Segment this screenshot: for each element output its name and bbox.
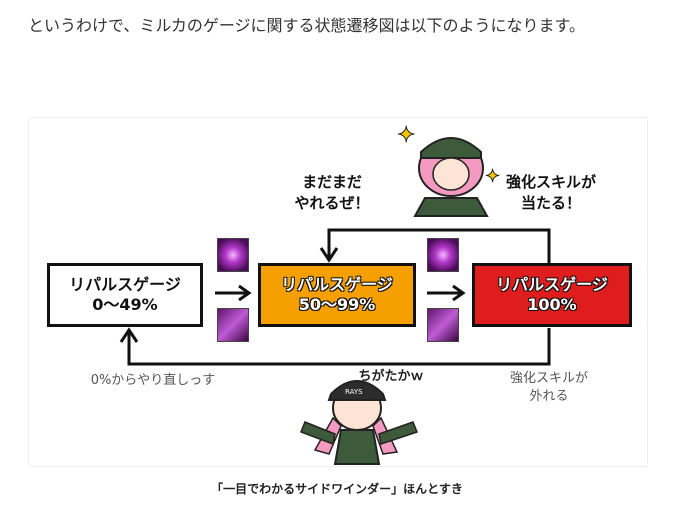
character-bottom-illustration: RAYS — [300, 380, 418, 465]
character-top-illustration: ✦ ✦ — [397, 123, 501, 217]
forward-arrow-2-head — [452, 284, 466, 302]
diagram-arrows: ✦ ✦ RAYS — [119, 123, 551, 465]
state-2-label: リパルスゲージ — [496, 275, 608, 294]
note-skill-miss: 強化スキルが 外れる — [489, 370, 609, 406]
state-0-range: 0〜49% — [92, 295, 158, 314]
state-1-label: リパルスゲージ — [281, 275, 393, 294]
skill-icon-basic-1 — [217, 308, 249, 342]
loop-arrow-bottom — [127, 328, 551, 366]
callout-skill-hit-line1: 強化スキルが — [505, 173, 596, 191]
callout-skill-hit: 強化スキルが 当たる！ — [491, 172, 611, 214]
callout-keep-going-line1: まだまだ — [302, 173, 362, 191]
svg-text:✦: ✦ — [485, 166, 500, 187]
state-box-100: リパルスゲージ 100% — [472, 263, 632, 327]
state-box-50-99: リパルスゲージ 50〜99% — [258, 263, 416, 327]
forward-arrow-1-head — [238, 284, 252, 302]
loop-arrow-top-head — [319, 247, 339, 263]
skill-icon-basic-2 — [427, 308, 459, 342]
callout-keep-going: まだまだ やれるぜ！ — [287, 172, 377, 214]
note-skill-miss-line1: 強化スキルが — [509, 371, 588, 386]
loop-arrow-bottom-head — [119, 327, 139, 343]
state-2-range: 100% — [527, 295, 577, 314]
chibi-speech: ちがたかｗ — [358, 369, 424, 384]
skill-icon-enhanced-2 — [427, 238, 459, 272]
callout-keep-going-line2: やれるぜ！ — [294, 194, 370, 212]
intro-paragraph: というわけで、ミルカのゲージに関する状態遷移図は以下のようになります。 — [28, 16, 585, 35]
state-box-0-49: リパルスゲージ 0〜49% — [47, 263, 203, 327]
loop-arrow-top — [327, 228, 551, 263]
note-reset: 0%からやり直しっす — [90, 373, 216, 388]
figure-caption: 「一目でわかるサイドワインダー」ほんとすき — [211, 482, 463, 496]
state-1-range: 50〜99% — [298, 295, 376, 314]
state-0-label: リパルスゲージ — [69, 275, 181, 294]
state-diagram-figure: ✦ ✦ RAYS リパルスゲージ 0〜49% リパルスゲージ 50〜99% リパ… — [28, 117, 648, 467]
callout-skill-hit-line2: 当たる！ — [520, 194, 581, 212]
svg-text:✦: ✦ — [397, 123, 415, 148]
note-skill-miss-line2: 外れる — [529, 389, 569, 404]
cap-text: RAYS — [345, 388, 363, 396]
skill-icon-enhanced-1 — [217, 238, 249, 272]
